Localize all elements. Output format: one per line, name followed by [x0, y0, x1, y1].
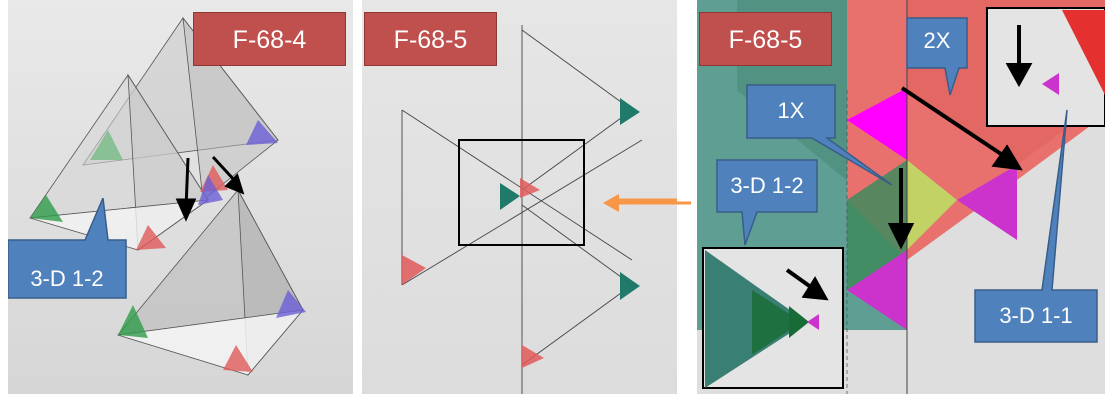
panel-f68-5-a: F-68-5: [362, 0, 677, 394]
panel-f68-5-b: F-68-5 2X 1X 3-D 1-2 3-D 1-1: [697, 0, 1105, 394]
arrow-down-icon: [1005, 25, 1033, 88]
callout-2x: 2X: [923, 28, 951, 53]
arrow-icon: [175, 155, 245, 222]
callout-shape: [716, 17, 1098, 343]
callout-3d-1-2: 3-D 1-2: [730, 173, 804, 198]
panel-label: F-68-5: [364, 12, 497, 66]
corner-blue: [198, 120, 306, 318]
arrow-icon: [887, 86, 1023, 250]
panel-f68-4: F-68-4 3-D 1-2: [8, 0, 353, 394]
callout-shape: [8, 198, 127, 299]
callout-1x: 1X: [777, 98, 805, 123]
corner-teal: [500, 98, 640, 300]
arrow-icon: [785, 268, 829, 301]
panel-label: F-68-4: [193, 12, 346, 66]
callout-3d-1-1: 3-D 1-1: [999, 303, 1073, 328]
corner-red: [402, 178, 544, 368]
corner-green: [30, 130, 148, 338]
panel-label: F-68-5: [699, 12, 832, 66]
zoom-box: [458, 139, 585, 246]
callout-3d-1-2: 3-D 1-2: [30, 266, 104, 291]
arrow-left-icon: [603, 194, 691, 212]
